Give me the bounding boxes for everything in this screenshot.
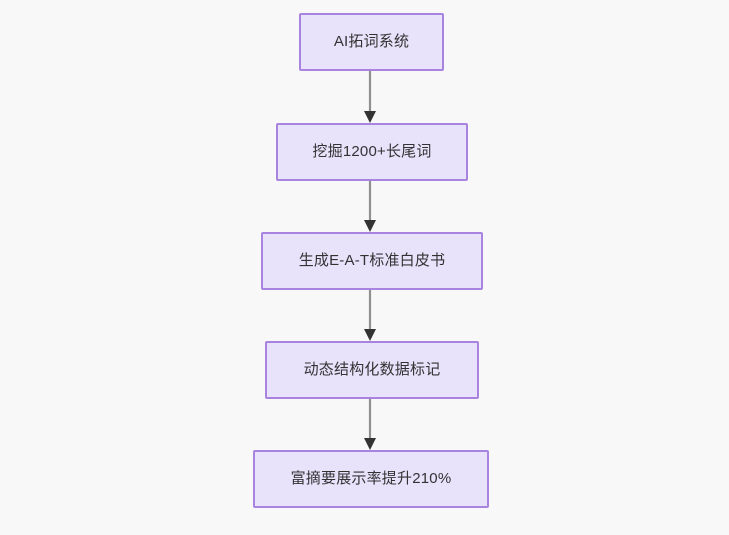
node-label: 生成E-A-T标准白皮书 [298, 252, 446, 269]
node-label: 富摘要展示率提升210% [290, 470, 452, 487]
node-label: 挖掘1200+长尾词 [312, 143, 432, 160]
node-label: AI拓词系统 [333, 33, 410, 50]
node-label: 动态结构化数据标记 [303, 361, 441, 378]
edge-n1-n2 [364, 71, 376, 123]
flowchart-node-dynamic-structured-data-markup[interactable]: 动态结构化数据标记 [265, 341, 479, 399]
flowchart-node-ai-keyword-system[interactable]: AI拓词系统 [299, 13, 444, 71]
flowchart-node-mine-longtail-keywords[interactable]: 挖掘1200+长尾词 [276, 123, 468, 181]
edge-n3-n4 [364, 290, 376, 341]
edge-n2-n3 [364, 181, 376, 232]
flowchart-node-generate-eat-whitepaper[interactable]: 生成E-A-T标准白皮书 [261, 232, 483, 290]
edge-n4-n5 [364, 399, 376, 450]
flowchart-node-rich-snippet-impression-uplift[interactable]: 富摘要展示率提升210% [253, 450, 489, 508]
